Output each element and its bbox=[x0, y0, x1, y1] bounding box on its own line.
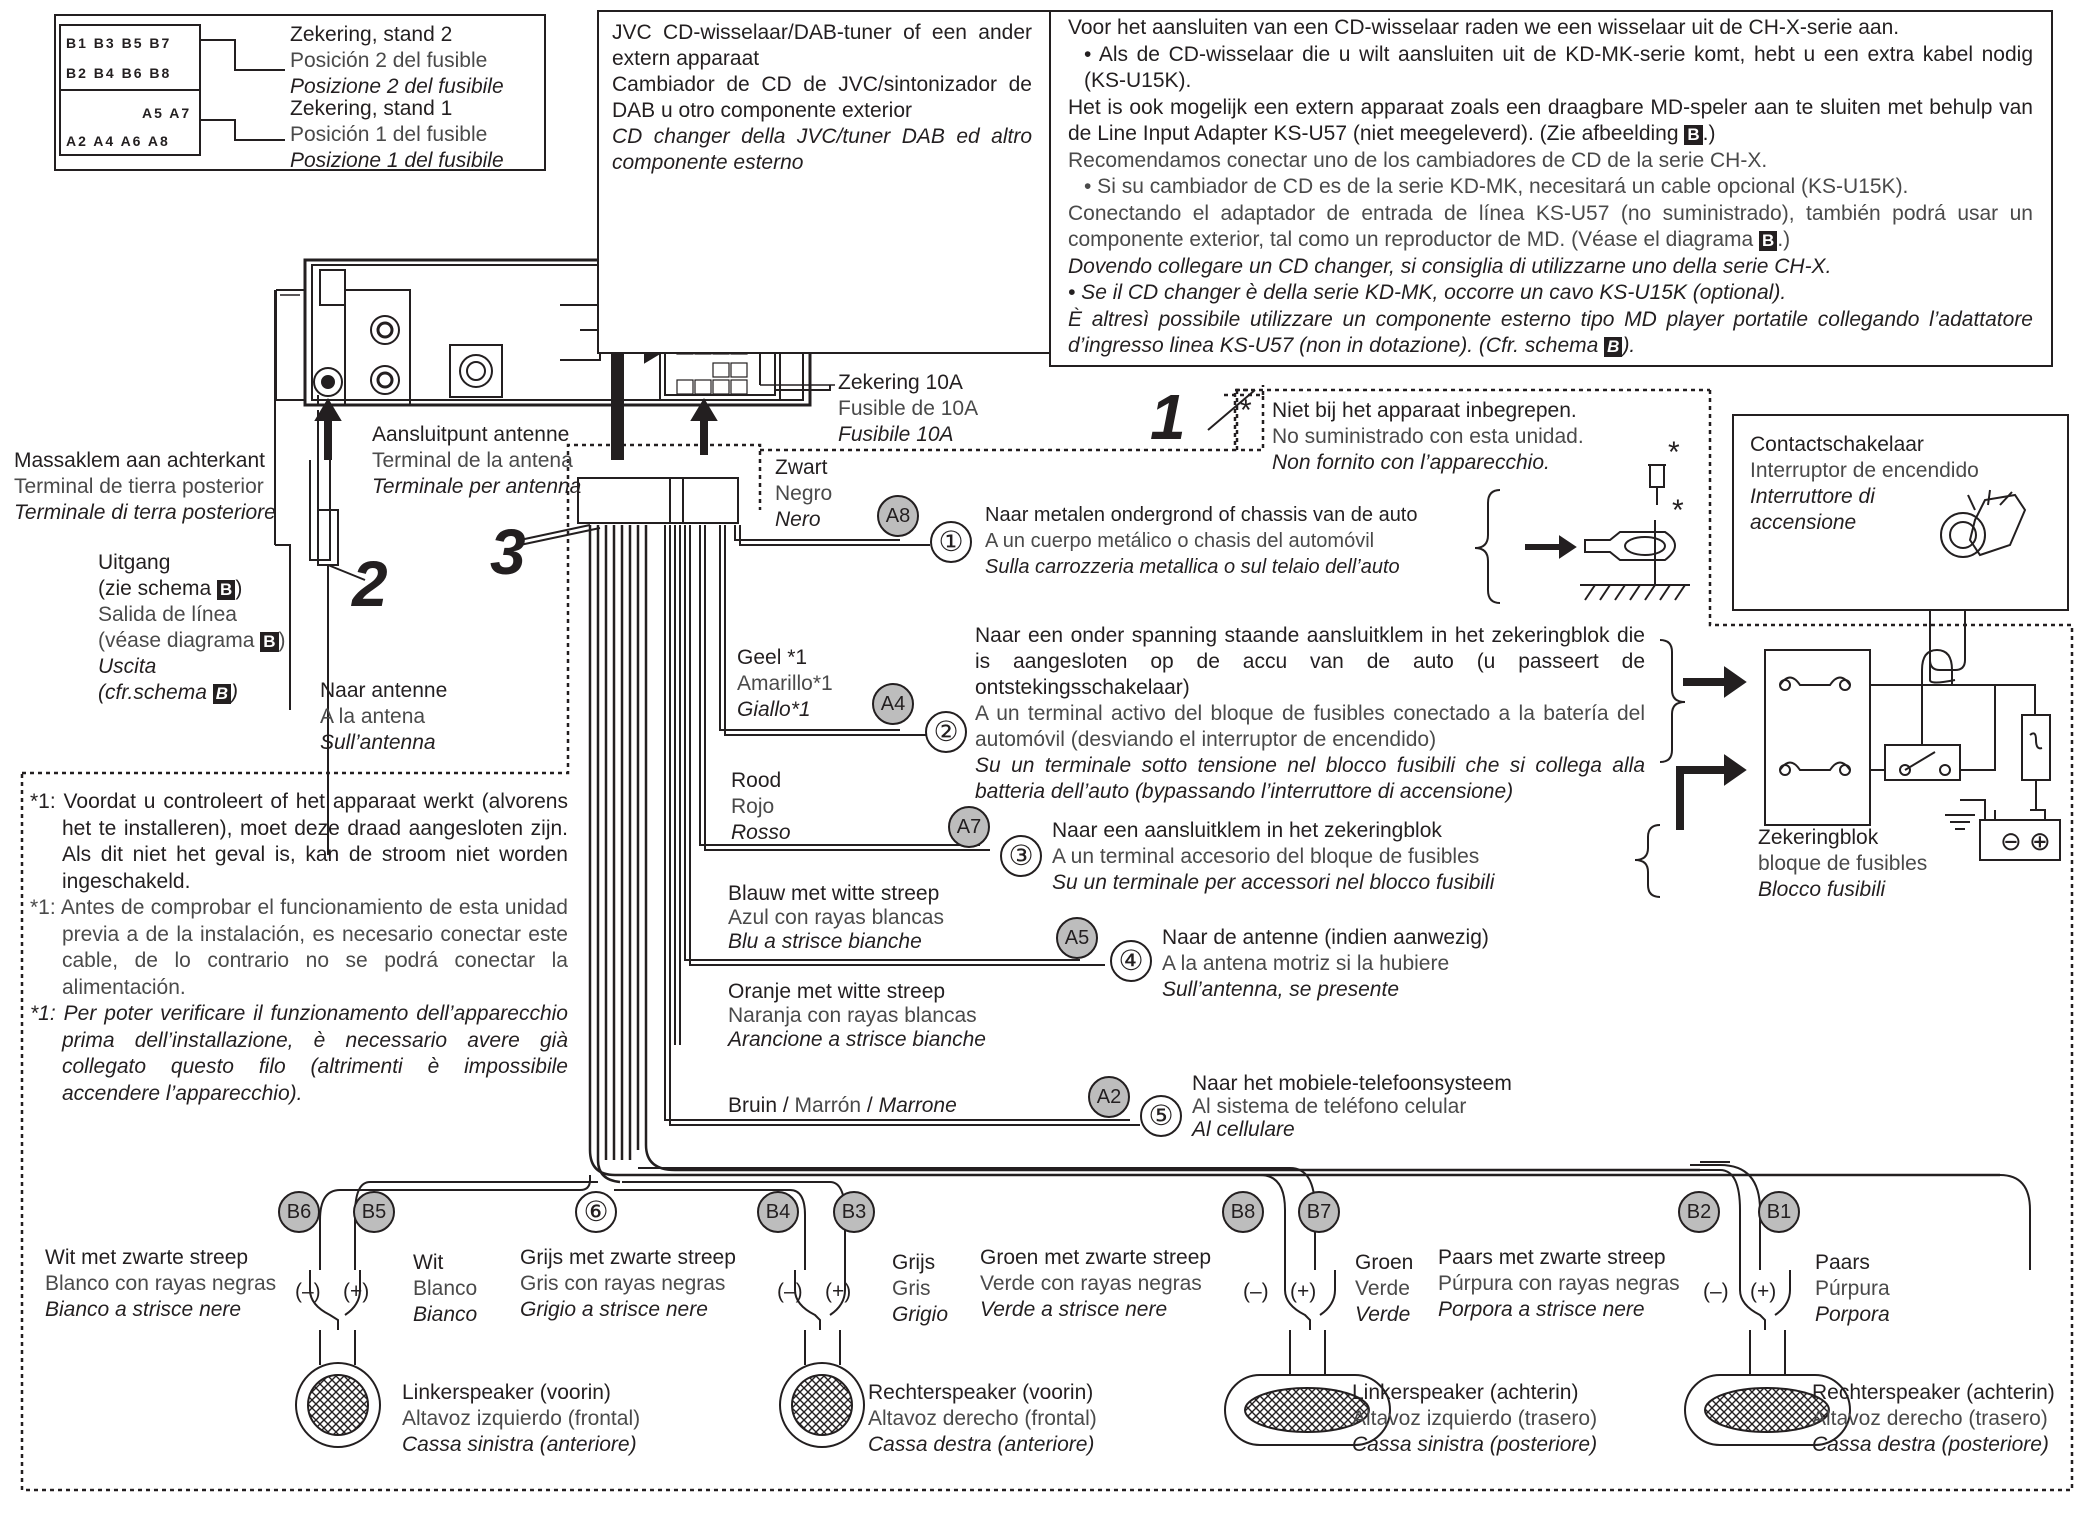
terminal-star: * bbox=[1672, 494, 1684, 527]
pin-a2-badge: A2 bbox=[1088, 1076, 1130, 1118]
antenna-terminal-label: Aansluitpunt antenne Terminal de la ante… bbox=[372, 423, 582, 498]
speaker-4-pos-sign: (+) bbox=[1750, 1280, 1777, 1303]
line-output-label: Uitgang (zie schema B) Salida de línea (… bbox=[98, 551, 286, 704]
diagram-b-ref: B bbox=[1684, 125, 1703, 145]
wire-number-5: ⑤ bbox=[1140, 1095, 1182, 1137]
step-number-1: 1 bbox=[1150, 381, 1186, 453]
pin-b6-badge: B6 bbox=[278, 1191, 320, 1233]
wire-5-destination: Naar het mobiele-telefoonsysteem Al sist… bbox=[1192, 1072, 1512, 1141]
pin-b8-badge: B8 bbox=[1222, 1191, 1264, 1233]
fuse-pin-row1: B1 B3 B5 B7 bbox=[66, 35, 172, 51]
cd-changer-label: JVC CD-wisselaar/DAB-tuner of een ander … bbox=[612, 21, 1032, 174]
speaker-3-pos-sign: (+) bbox=[1290, 1280, 1317, 1303]
speaker-2-neg-color: Grijs met zwarte streep Gris con rayas n… bbox=[520, 1246, 736, 1321]
speaker-1-neg-sign: (–) bbox=[295, 1280, 321, 1303]
speaker-4-neg-color: Paars met zwarte streep Púrpura con raya… bbox=[1438, 1246, 1680, 1321]
not-supplied-label: Niet bij het apparaat inbegrepen. No sum… bbox=[1272, 399, 1584, 474]
speaker-2-label: Rechterspeaker (voorin) Altavoz derecho … bbox=[868, 1381, 1097, 1456]
wire-number-1: ① bbox=[930, 521, 972, 563]
fuse-position-2-label: Zekering, stand 2 Posición 2 del fusible… bbox=[290, 23, 504, 98]
pin-b3-badge: B3 bbox=[833, 1191, 875, 1233]
info-box bbox=[1049, 10, 2053, 367]
pin-b5-badge: B5 bbox=[353, 1191, 395, 1233]
speaker-1-label: Linkerspeaker (voorin) Altavoz izquierdo… bbox=[402, 1381, 641, 1456]
fuse-10a-label: Zekering 10A Fusible de 10A Fusibile 10A bbox=[838, 371, 979, 446]
diagram-b-ref: B bbox=[1759, 231, 1778, 251]
speaker-1-pos-color: Wit Blanco Bianco bbox=[413, 1251, 478, 1326]
pin-b2-badge: B2 bbox=[1678, 1191, 1720, 1233]
pin-b7-badge: B7 bbox=[1298, 1191, 1340, 1233]
speaker-3-neg-sign: (–) bbox=[1243, 1280, 1269, 1303]
wire-black-label: Zwart Negro Nero bbox=[775, 456, 833, 531]
speaker-1-pos-sign: (+) bbox=[343, 1280, 370, 1303]
speaker-3-label: Linkerspeaker (achterin) Altavoz izquier… bbox=[1352, 1381, 1598, 1456]
wire-red-label: Rood Rojo Rosso bbox=[731, 769, 791, 844]
pin-a5-badge: A5 bbox=[1056, 917, 1098, 959]
speaker-2-pos-sign: (+) bbox=[825, 1280, 852, 1303]
fuse-block-label: Zekeringblok bloque de fusibles Blocco f… bbox=[1758, 826, 1928, 901]
speaker-group-number-6: ⑥ bbox=[575, 1191, 617, 1233]
wire-orange-white-label: Oranje met witte streep Naranja con raya… bbox=[728, 980, 986, 1051]
wire-brown-label: Bruin / Marrón / Marrone bbox=[728, 1094, 957, 1117]
pin-a7-badge: A7 bbox=[948, 806, 990, 848]
wire-3-destination: Naar een aansluitklem in het zekeringblo… bbox=[1052, 819, 1495, 894]
wire-number-2: ② bbox=[925, 711, 967, 753]
footnote: *1: Voordat u controleert of het apparaa… bbox=[30, 790, 568, 1105]
speaker-3-pos-color: Groen Verde Verde bbox=[1355, 1251, 1414, 1326]
pin-a8-badge: A8 bbox=[877, 495, 919, 537]
wire-number-3: ③ bbox=[1000, 835, 1042, 877]
fuse-position-1-label: Zekering, stand 1 Posición 1 del fusible… bbox=[290, 97, 504, 172]
fuse-pin-row2: B2 B4 B6 B8 bbox=[66, 65, 172, 81]
step-number-2: 2 bbox=[352, 548, 388, 620]
wire-1-destination: Naar metalen ondergrond of chassis van d… bbox=[985, 504, 1418, 578]
speaker-4-neg-sign: (–) bbox=[1703, 1280, 1729, 1303]
wire-yellow-label: Geel *1 Amarillo*1 Giallo*1 bbox=[737, 646, 833, 721]
step-number-3: 3 bbox=[490, 516, 526, 588]
cd-changer-box bbox=[597, 10, 1051, 354]
speaker-2-neg-sign: (–) bbox=[777, 1280, 803, 1303]
info-text: Voor het aansluiten van een CD-wisselaar… bbox=[1068, 16, 2033, 357]
not-supplied-star: * bbox=[1240, 394, 1252, 427]
speaker-2-pos-color: Grijs Gris Grigio bbox=[892, 1251, 949, 1326]
svg-text:⊖ ⊕: ⊖ ⊕ bbox=[2000, 826, 2051, 856]
fuse-pin-row3: A5 A7 bbox=[142, 105, 192, 121]
rear-ground-label: Massaklem aan achterkant Terminal de tie… bbox=[14, 449, 276, 524]
pin-b1-badge: B1 bbox=[1758, 1191, 1800, 1233]
wire-2-destination: Naar een onder spanning staande aansluit… bbox=[975, 624, 1645, 803]
to-antenna-label: Naar antenne A la antena Sull’antenna bbox=[320, 679, 448, 754]
speaker-4-pos-color: Paars Púrpura Porpora bbox=[1815, 1251, 1890, 1326]
wire-4-destination: Naar de antenne (indien aanwezig) A la a… bbox=[1162, 926, 1489, 1001]
ignition-switch-label: Contactschakelaar Interruptor de encendi… bbox=[1750, 433, 1979, 534]
speaker-3-neg-color: Groen met zwarte streep Verde con rayas … bbox=[980, 1246, 1212, 1321]
wire-blue-white-label: Blauw met witte streep Azul con rayas bl… bbox=[728, 882, 944, 953]
speaker-1-neg-color: Wit met zwarte streep Blanco con rayas n… bbox=[45, 1246, 277, 1321]
fuse-pin-row4: A2 A4 A6 A8 bbox=[66, 133, 170, 149]
speaker-4-label: Rechterspeaker (achterin) Altavoz derech… bbox=[1812, 1381, 2055, 1456]
screw-star: * bbox=[1668, 436, 1680, 469]
diagram-b-ref: B bbox=[1604, 337, 1623, 357]
pin-a4-badge: A4 bbox=[872, 683, 914, 725]
wire-number-4: ④ bbox=[1110, 940, 1152, 982]
pin-b4-badge: B4 bbox=[757, 1191, 799, 1233]
